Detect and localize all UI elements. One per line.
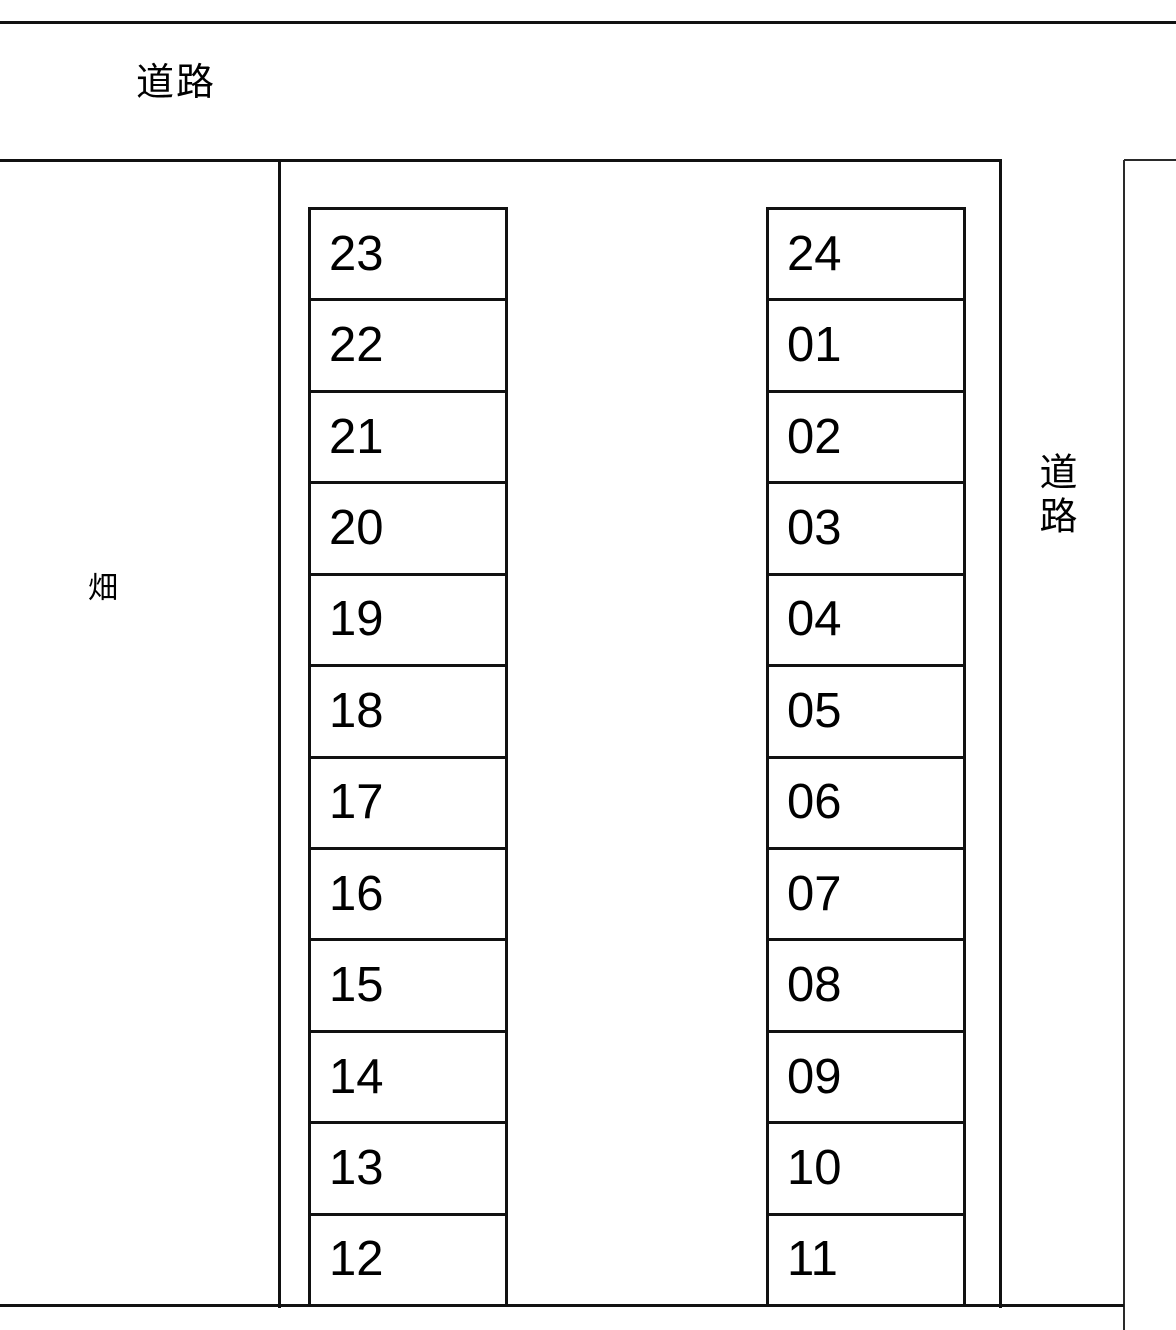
stall-number: 22 [329,318,384,373]
stall-number: 17 [329,775,384,830]
stall-number: 19 [329,592,384,647]
stall-number: 08 [787,958,842,1013]
stall-number: 01 [787,318,842,373]
parking-stall[interactable]: 19 [311,575,505,668]
stall-number: 09 [787,1049,842,1104]
stall-number: 04 [787,592,842,647]
road-top-label: 道路 [136,62,217,104]
parking-stall[interactable]: 12 [311,1215,505,1305]
stall-number: 24 [787,226,842,281]
parking-stall[interactable]: 14 [311,1032,505,1125]
parking-stall[interactable]: 05 [769,667,963,759]
property-left-boundary-line [278,160,281,1308]
parking-stall[interactable]: 15 [311,941,505,1033]
road-right-inner-edge-line [1123,160,1125,1330]
property-right-boundary-line [999,160,1002,1308]
stall-number: 21 [329,409,384,464]
stall-number: 14 [329,1049,384,1104]
stall-number: 23 [329,226,384,281]
stall-number: 18 [329,683,384,738]
right-stall-column: 24 01 02 03 04 05 06 07 08 09 10 11 [766,207,966,1307]
parking-stall[interactable]: 22 [311,301,505,393]
stall-number: 05 [787,683,842,738]
field-left-label: 畑 [88,572,118,605]
parking-stall[interactable]: 03 [769,484,963,576]
parking-stall[interactable]: 09 [769,1032,963,1125]
parking-stall[interactable]: 23 [311,210,505,302]
parking-stall[interactable]: 21 [311,392,505,485]
stall-number: 15 [329,958,384,1013]
stall-number: 11 [787,1232,838,1287]
parking-stall[interactable]: 13 [311,1124,505,1216]
parking-stall[interactable]: 16 [311,849,505,942]
stall-number: 12 [329,1232,384,1287]
property-bottom-boundary-line [0,1304,1124,1307]
parking-stall[interactable]: 11 [769,1215,963,1305]
parking-stall[interactable]: 24 [769,210,963,302]
stall-number: 10 [787,1140,842,1195]
parking-stall[interactable]: 08 [769,941,963,1033]
road-right-label: 道路 [1033,452,1075,540]
parking-stall[interactable]: 06 [769,758,963,850]
road-right-top-boundary-line [1124,159,1176,161]
property-top-boundary-line [0,159,1002,162]
stall-number: 03 [787,500,842,555]
parking-stall[interactable]: 17 [311,758,505,850]
road-top-outer-boundary-line [0,21,1176,24]
left-stall-column: 23 22 21 20 19 18 17 16 15 14 13 12 [308,207,508,1307]
parking-stall[interactable]: 02 [769,392,963,485]
stall-number: 02 [787,409,842,464]
parking-stall[interactable]: 01 [769,301,963,393]
stall-number: 16 [329,866,384,921]
stall-number: 07 [787,866,842,921]
parking-stall[interactable]: 04 [769,575,963,668]
parking-stall[interactable]: 18 [311,667,505,759]
stall-number: 20 [329,500,384,555]
parking-stall[interactable]: 10 [769,1124,963,1216]
stall-number: 13 [329,1140,384,1195]
parking-stall[interactable]: 20 [311,484,505,576]
parking-stall[interactable]: 07 [769,849,963,942]
stall-number: 06 [787,775,842,830]
